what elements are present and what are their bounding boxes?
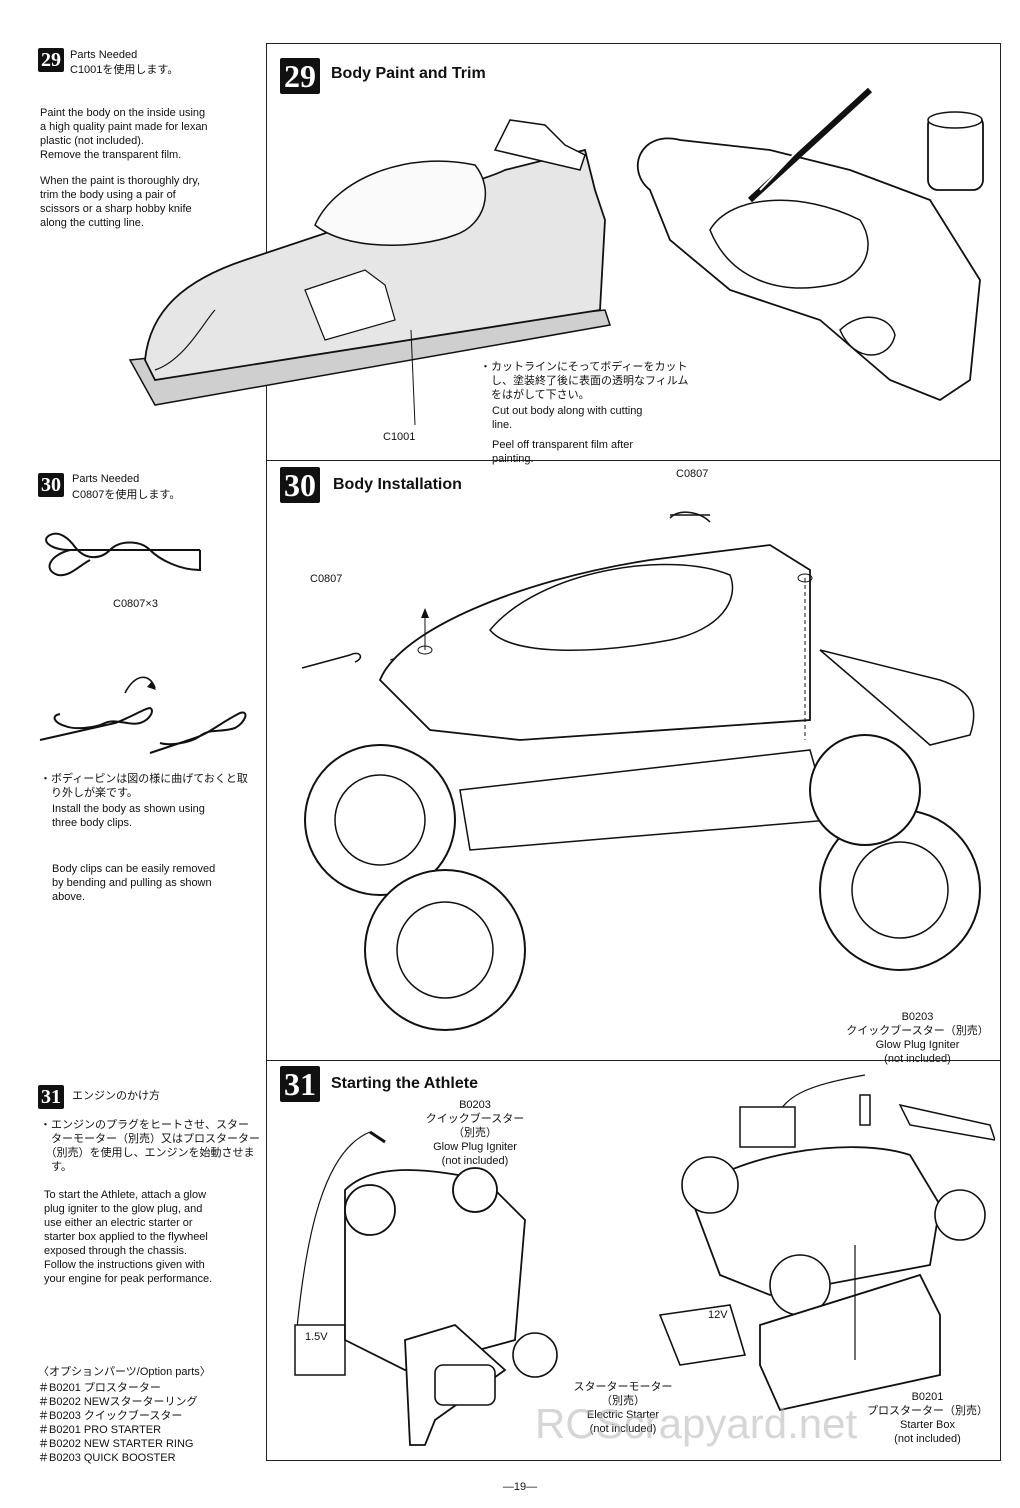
option-item: ＃B0203 クイックブースター: [38, 1410, 183, 1422]
step-30-parts-needed: Parts Needed: [72, 473, 140, 485]
step-30-note-jp: ・ボディーピンは図の様に曲げておくと取 り外しが楽です。: [40, 773, 248, 799]
page-number: —19—: [502, 1481, 538, 1493]
section-29-title: Body Paint and Trim: [331, 65, 486, 82]
step-31-text-en: To start the Athlete, attach a glow plug…: [44, 1189, 213, 1285]
section-30-badge: 30: [280, 467, 320, 503]
starter-box-illustration: [658, 1074, 995, 1412]
section-30-title: Body Installation: [333, 476, 462, 493]
main-frame: [266, 43, 1001, 1461]
option-item: ＃B0203 QUICK BOOSTER: [38, 1452, 176, 1464]
battery-left-label: 1.5V: [305, 1331, 328, 1343]
clip-removal-illustration: [39, 676, 247, 754]
buggy-body-installation-illustration: [301, 511, 981, 1031]
step-29-badge: 29: [38, 48, 64, 72]
watermark: RCScrapyard.net: [535, 1400, 858, 1447]
step-30-badge: 30: [38, 473, 64, 497]
option-item: ＃B0201 PRO STARTER: [38, 1424, 162, 1436]
step-29-parts-needed: Parts Needed: [70, 49, 138, 61]
electric-starter-illustration: [294, 1130, 558, 1446]
clip-label-left: C0807: [310, 573, 343, 585]
step-30-note-2: Body clips can be easily removed by bend…: [52, 863, 216, 903]
glow-igniter-label-right: B0203 クイックブースター（別売） Glow Plug Igniter (n…: [846, 1011, 989, 1065]
divider-29-30: [266, 460, 1001, 461]
step-31-text-jp: ・エンジンのプラグをヒートさせ、スター ターモーター（別売）又はプロスターター …: [40, 1119, 260, 1173]
options-list: ＃B0201 プロスターター ＃B0202 NEWスターターリング ＃B0203…: [38, 1381, 198, 1465]
step-29-parts-jp: C1001を使用します。: [70, 64, 179, 76]
option-item: ＃B0202 NEWスターターリング: [38, 1396, 198, 1408]
leader-line: [410, 330, 416, 426]
clip-label-top: C0807: [676, 468, 709, 480]
step-31-badge: 31: [38, 1085, 64, 1109]
body-shell-illustration: [128, 119, 611, 406]
cut-instruction-en: Cut out body along with cutting line.: [492, 405, 643, 431]
clip-quantity-label: C0807×3: [113, 598, 158, 610]
step-30-note-en: Install the body as shown using three bo…: [52, 803, 205, 829]
option-item: ＃B0201 プロスターター: [38, 1382, 161, 1394]
step-31-heading-jp: エンジンのかけ方: [72, 1090, 160, 1102]
electric-starter-label: スターターモーター （別売） Electric Starter (not inc…: [573, 1381, 673, 1435]
glow-igniter-label-left: B0203 クイックブースター （別売） Glow Plug Igniter (…: [425, 1099, 525, 1167]
section-31-badge: 31: [280, 1066, 320, 1102]
step-29-instructions-2: When the paint is thoroughly dry, trim t…: [40, 175, 200, 229]
section-31-title: Starting the Athlete: [331, 1075, 478, 1092]
option-item: ＃B0202 NEW STARTER RING: [38, 1438, 194, 1450]
body-clip-illustration: [45, 532, 201, 577]
step-30-parts-jp: C0807を使用します。: [72, 489, 181, 501]
peel-instruction-en: Peel off transparent film after painting…: [492, 439, 634, 465]
body-part-label: C1001: [383, 431, 416, 443]
battery-right-label: 12V: [708, 1309, 728, 1321]
cut-instruction-jp: ・カットラインにそってボディーをカット し、塗装終了後に表面の透明なフィルム を…: [480, 361, 689, 401]
painting-illustration: [636, 84, 984, 402]
section-29-badge: 29: [280, 58, 320, 94]
divider-30-31: [266, 1060, 1001, 1061]
starter-box-label: B0201 プロスターター（別売） Starter Box (not inclu…: [867, 1391, 988, 1445]
step-29-instructions: Paint the body on the inside using a hig…: [40, 107, 208, 161]
options-heading: 〈オプションパーツ/Option parts〉: [38, 1366, 211, 1378]
